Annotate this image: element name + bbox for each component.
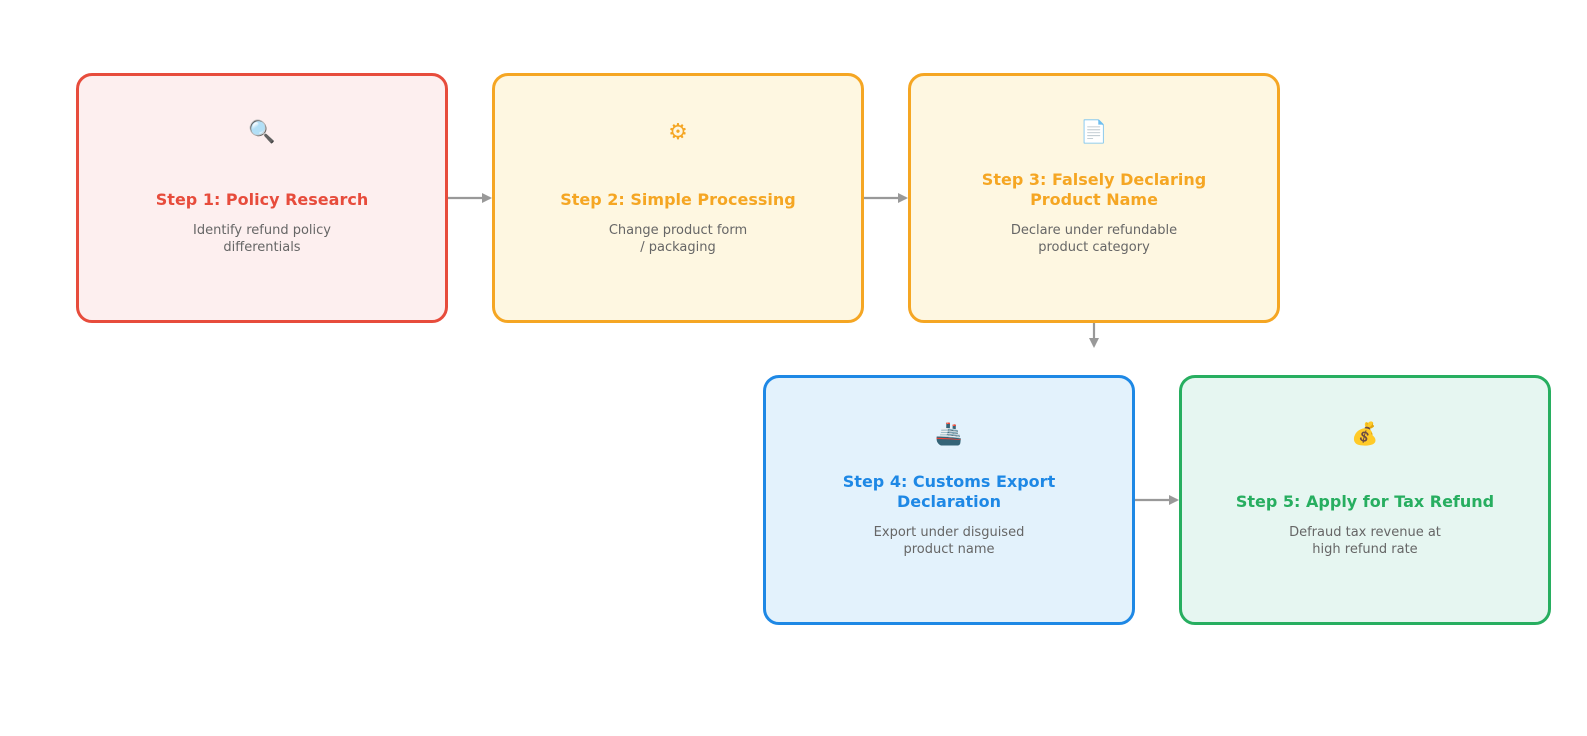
step-2-simple-processing-card: ⚙ Step 2: Simple Processing Change produ… [492, 73, 864, 323]
ship-icon: 🚢 [935, 422, 963, 447]
step-5-tax-refund-card: 💰 Step 5: Apply for Tax Refund Defraud t… [1179, 375, 1551, 625]
step-1-description: Identify refund policy differentials [193, 223, 331, 255]
step-4-title: Step 4: Customs Export Declaration [842, 472, 1056, 511]
step-3-falsely-declaring-card: 📄 Step 3: Falsely Declaring Product Name… [908, 73, 1280, 323]
step-3-description: Declare under refundable product categor… [1010, 223, 1178, 255]
step-4-description: Export under disguised product name [873, 525, 1025, 557]
step-1-title: Step 1: Policy Research [155, 190, 369, 209]
step-5-description: Defraud tax revenue at high refund rate [1289, 525, 1441, 557]
step-1-policy-research-card: 🔍 Step 1: Policy Research Identify refun… [76, 73, 448, 323]
magnifying-glass-icon: 🔍 [248, 120, 276, 145]
step-5-title: Step 5: Apply for Tax Refund [1235, 492, 1495, 511]
step-2-title: Step 2: Simple Processing [560, 190, 796, 209]
step-4-customs-export-card: 🚢 Step 4: Customs Export Declaration Exp… [763, 375, 1135, 625]
step-3-title: Step 3: Falsely Declaring Product Name [981, 170, 1207, 209]
document-icon: 📄 [1080, 120, 1108, 145]
gear-icon: ⚙ [668, 120, 688, 145]
step-2-description: Change product form / packaging [608, 223, 748, 255]
money-bag-icon: 💰 [1351, 422, 1379, 447]
